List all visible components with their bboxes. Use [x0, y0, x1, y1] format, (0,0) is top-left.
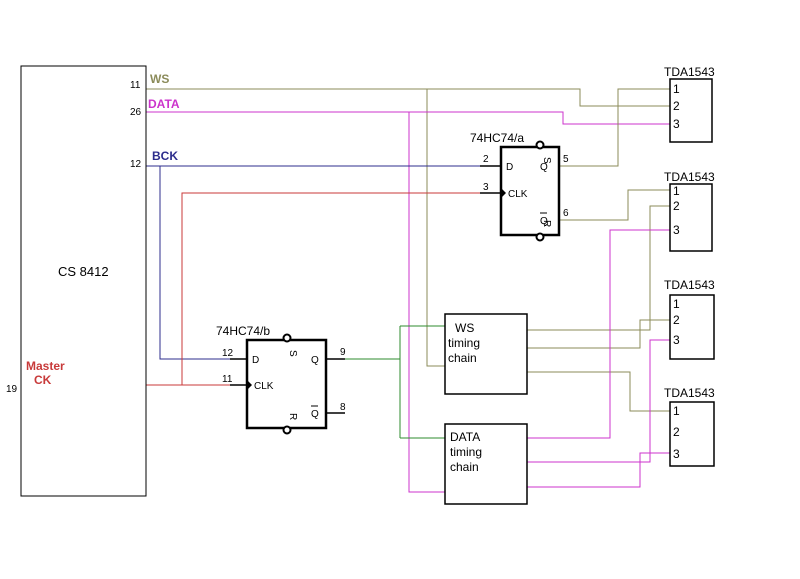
ff-b-r-label: R — [287, 413, 298, 420]
chip-label: CS 8412 — [58, 264, 109, 279]
ff-b-d-label: D — [252, 355, 259, 366]
ws-chain-line1: WS — [455, 321, 474, 335]
ff-b-q-label: Q — [311, 355, 319, 366]
ff-b-pin-q: 9 — [340, 347, 346, 358]
bck-wires — [146, 165, 480, 360]
dac-2-pin3: 3 — [673, 223, 680, 237]
sig-ws-label: WS — [150, 72, 169, 86]
ff-b-title: 74HC74/b — [216, 324, 270, 338]
dac-1-pin1: 1 — [673, 82, 680, 96]
dac-4-title: TDA1543 — [664, 386, 715, 400]
data-chain-line1: DATA — [450, 430, 480, 444]
ff-a-title: 74HC74/a — [470, 131, 524, 145]
ff-a-q-label: Q — [540, 162, 548, 173]
flipflop-74hc74-a: 74HC74/a 2 3 5 6 D CLK Q Q S R — [470, 131, 569, 242]
dac-tda1543-3: TDA1543 1 2 3 — [664, 278, 715, 360]
ff-b-pin-qn: 8 — [340, 402, 346, 413]
sig-data-label: DATA — [148, 97, 180, 111]
cs8412-chip: CS 8412 11 26 12 19 WS DATA BCK Master C… — [6, 65, 180, 497]
data-timing-chain: DATA timing chain — [444, 423, 528, 505]
dac-4-pin1: 1 — [673, 404, 680, 418]
dac-3-pin2: 2 — [673, 313, 680, 327]
sig-bck-label: BCK — [152, 149, 178, 163]
dac-3-title: TDA1543 — [664, 278, 715, 292]
ff-a-pin-q: 5 — [563, 154, 569, 165]
dac-2-pin1: 1 — [673, 184, 680, 198]
ff-b-qn-label: Q — [311, 409, 319, 420]
sig-mck-label-2: CK — [34, 373, 52, 387]
ff-a-qn-label: Q — [540, 216, 548, 227]
pin-mck-number: 19 — [6, 384, 18, 395]
ws-chain-line3: chain — [448, 351, 477, 365]
ws-timing-chain: WS timing chain — [444, 313, 528, 395]
dac-1-pin3: 3 — [673, 117, 680, 131]
ff-b-s-label: S — [287, 350, 298, 357]
pin-ws-number: 11 — [130, 80, 141, 91]
dac-4-pin2: 2 — [673, 425, 680, 439]
dac-tda1543-4: TDA1543 1 2 3 — [664, 386, 715, 467]
ff-a-s-label: S — [541, 157, 552, 164]
dac-1-title: TDA1543 — [664, 65, 715, 79]
ff-output-wires — [327, 88, 670, 439]
dac-4-pin3: 3 — [673, 447, 680, 461]
dac-tda1543-1: TDA1543 1 2 3 — [664, 65, 715, 143]
ws-wires — [146, 88, 670, 412]
ff-a-d-label: D — [506, 162, 513, 173]
dac-1-pin2: 2 — [673, 99, 680, 113]
ws-chain-line2: timing — [448, 336, 480, 350]
ff-a-r-label: R — [541, 220, 552, 227]
ff-b-pin-d: 12 — [222, 348, 234, 359]
ff-a-pin-clk: 3 — [483, 182, 489, 193]
ff-b-clk-label: CLK — [254, 381, 274, 392]
dac-tda1543-2: TDA1543 1 2 3 — [664, 170, 715, 252]
flipflop-74hc74-b: 74HC74/b 12 11 9 8 D CLK Q Q S R — [216, 324, 346, 435]
ff-b-pin-clk: 11 — [222, 374, 233, 385]
pin-bck-number: 12 — [130, 159, 142, 170]
ff-a-clk-label: CLK — [508, 189, 528, 200]
pin-data-number: 26 — [130, 107, 142, 118]
dac-3-pin1: 1 — [673, 297, 680, 311]
dac-3-pin3: 3 — [673, 333, 680, 347]
data-wires — [146, 111, 670, 493]
ff-a-pin-d: 2 — [483, 154, 489, 165]
sig-mck-label-1: Master — [26, 359, 65, 373]
data-chain-line3: chain — [450, 460, 479, 474]
dac-2-title: TDA1543 — [664, 170, 715, 184]
dac-2-pin2: 2 — [673, 199, 680, 213]
ff-a-pin-qn: 6 — [563, 208, 569, 219]
data-chain-line2: timing — [450, 445, 482, 459]
